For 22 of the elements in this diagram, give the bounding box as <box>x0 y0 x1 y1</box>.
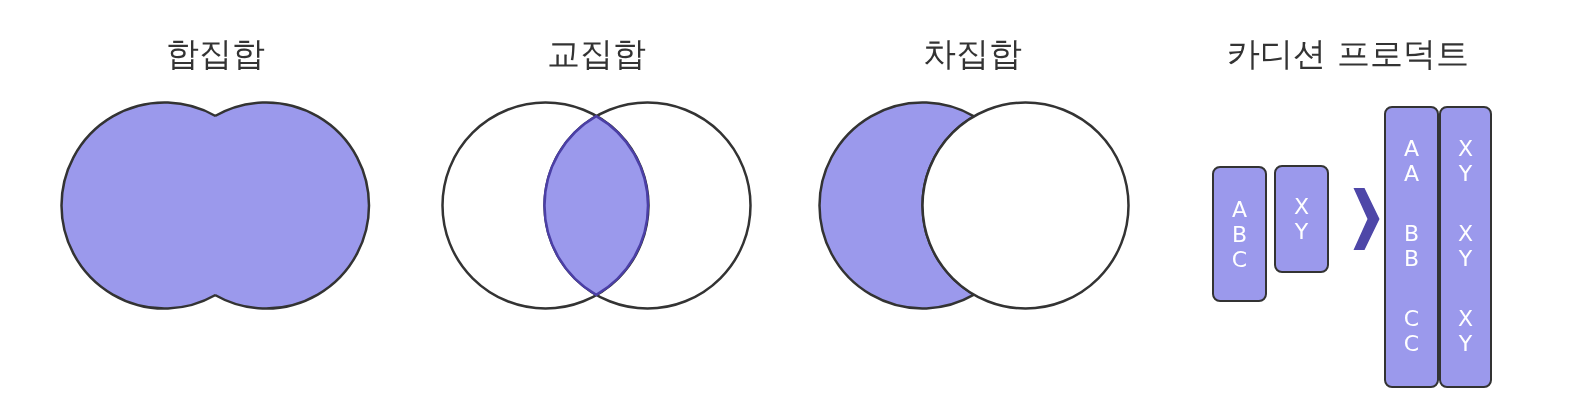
union-lobe <box>58 99 215 311</box>
set-box <box>1274 165 1329 273</box>
element-letters: A B C <box>1231 196 1248 272</box>
set-circle <box>919 99 1131 311</box>
element-letters: X Y <box>1457 136 1474 186</box>
set-box <box>1212 166 1267 302</box>
product-column <box>1439 106 1492 388</box>
section-title: 교집합 <box>546 33 646 75</box>
element-letters: X Y <box>1457 221 1474 271</box>
set-circle <box>542 99 753 311</box>
section-title: 차집합 <box>922 33 1022 75</box>
element-letters: X Y <box>1293 194 1310 244</box>
crescent-region <box>816 99 976 311</box>
union-lobe <box>215 99 372 311</box>
section-title: 카디션 프로덕트 <box>1227 33 1469 75</box>
set-circle <box>439 99 651 311</box>
element-letters: X Y <box>1457 306 1474 356</box>
element-letters: A A <box>1403 136 1420 186</box>
section-title: 합집합 <box>165 33 265 75</box>
product-column <box>1384 106 1439 388</box>
element-letters: B B <box>1403 221 1420 271</box>
element-letters: C C <box>1403 306 1420 356</box>
